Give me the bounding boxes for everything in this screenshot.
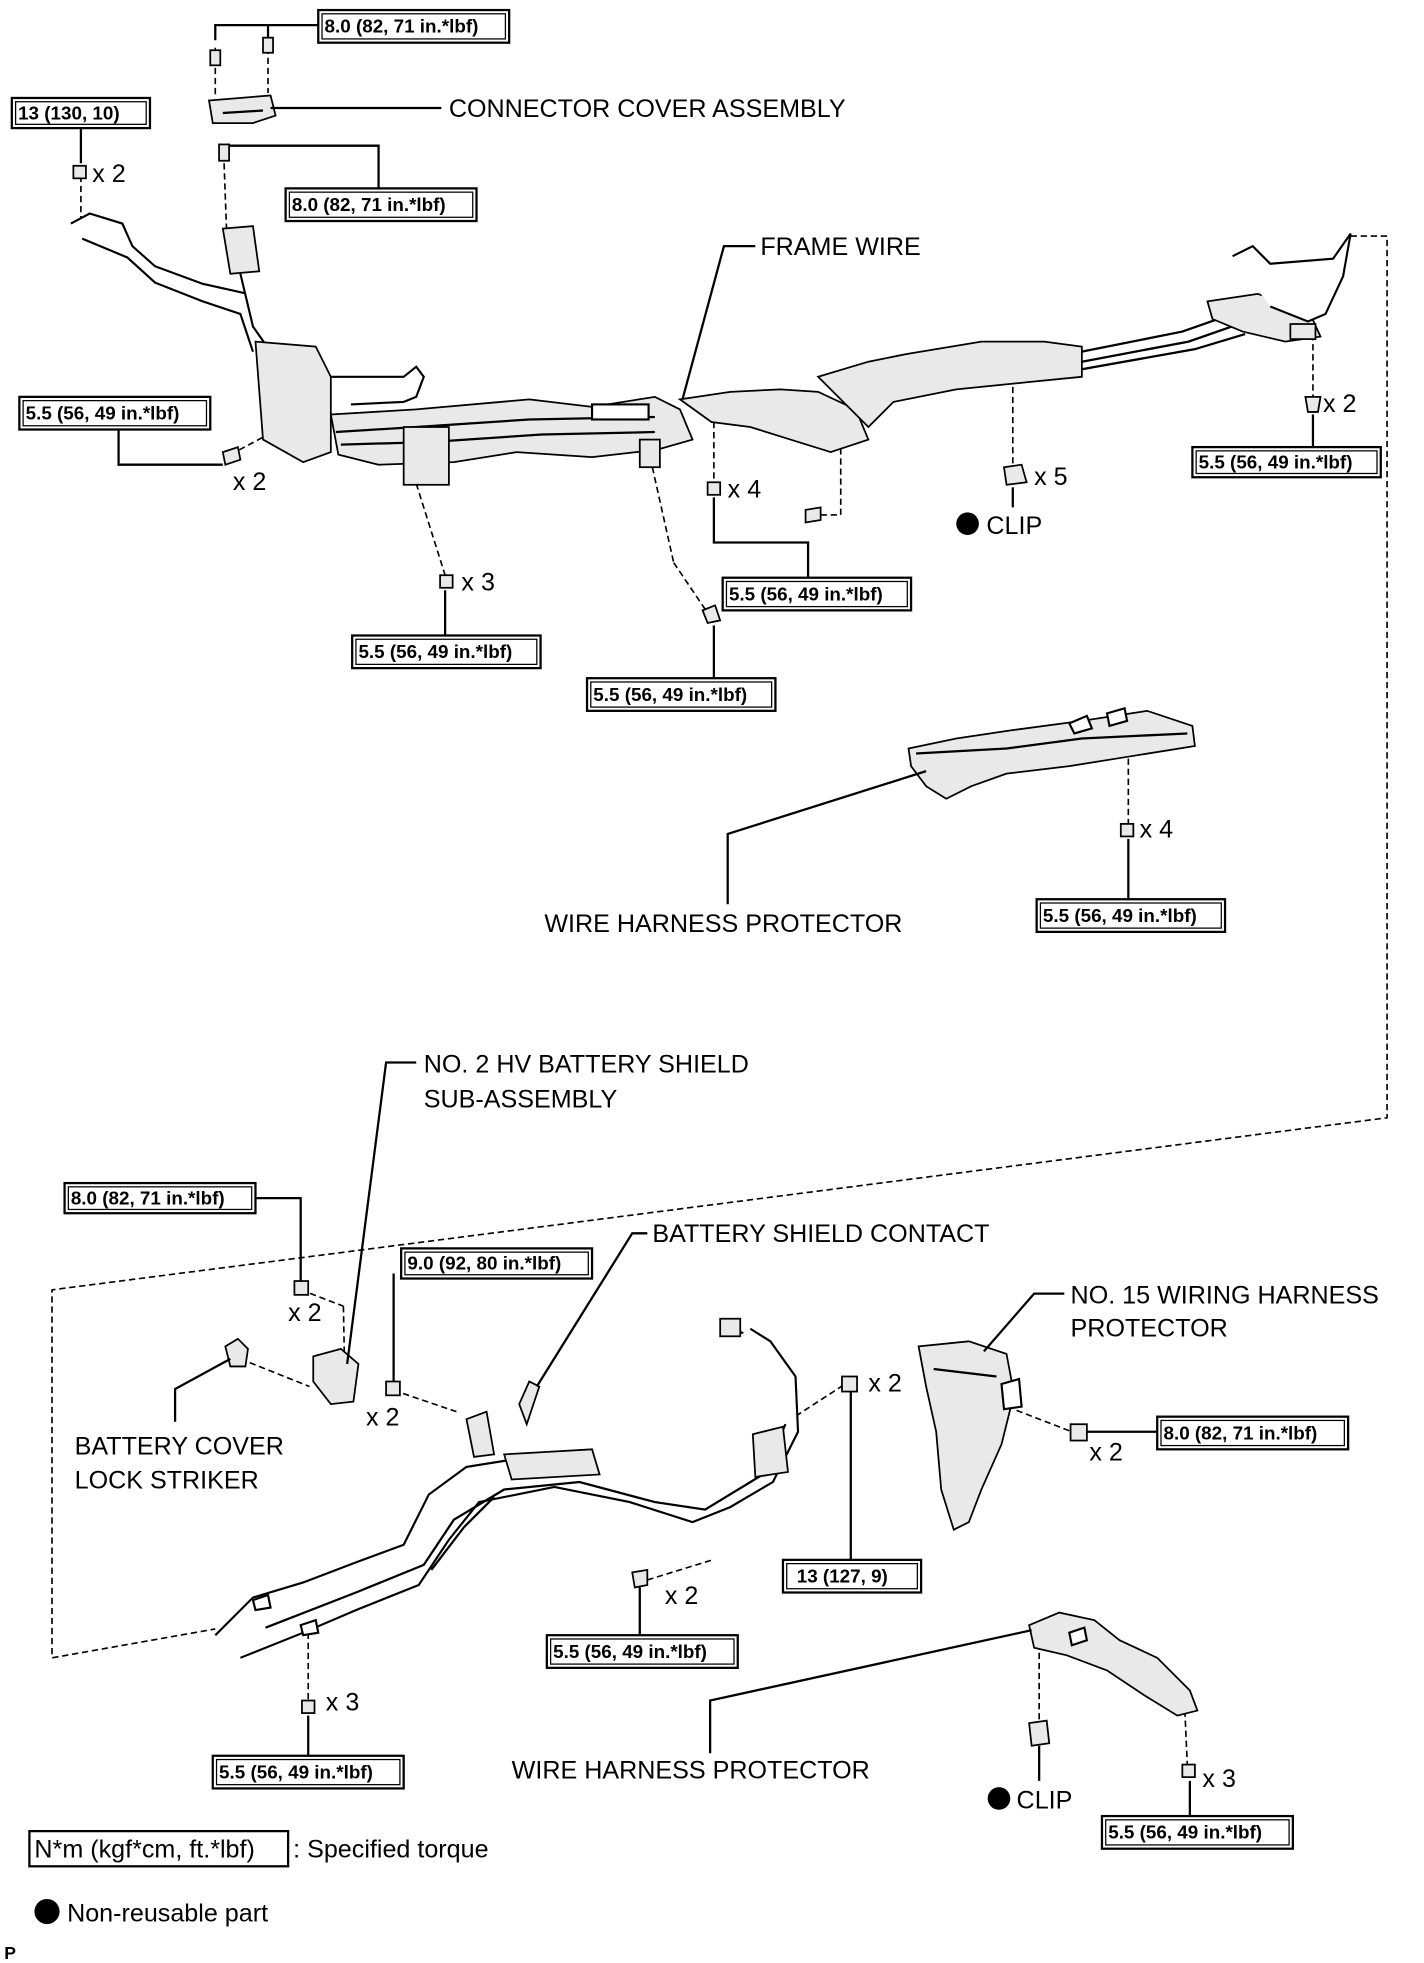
quantity-label: x 3 xyxy=(326,1689,360,1717)
nut-icon xyxy=(72,164,1135,838)
svg-text:13 (127, 9): 13 (127, 9) xyxy=(797,1565,888,1586)
svg-text:8.0 (82, 71 in.*lbf): 8.0 (82, 71 in.*lbf) xyxy=(71,1187,225,1208)
quantity-label: x 2 xyxy=(366,1403,399,1431)
bolt-icon xyxy=(221,395,1322,624)
frame-wire-part xyxy=(70,212,1352,486)
quantity-label: x 5 xyxy=(1034,463,1068,491)
svg-text:8.0 (82, 71 in.*lbf): 8.0 (82, 71 in.*lbf) xyxy=(292,194,446,215)
leader-lines xyxy=(79,23,1315,1819)
torque-box: 5.5 (56, 49 in.*lbf) xyxy=(1191,445,1382,479)
svg-text:5.5 (56, 49 in.*lbf): 5.5 (56, 49 in.*lbf) xyxy=(729,583,883,604)
quantity-label: x 2 xyxy=(288,1299,322,1327)
quantity-label: x 3 xyxy=(461,568,495,596)
svg-text:5.5 (56, 49 in.*lbf): 5.5 (56, 49 in.*lbf) xyxy=(1199,451,1353,472)
clip-icon xyxy=(1003,463,1028,486)
legend-torque-description: : Specified torque xyxy=(293,1836,488,1864)
torque-box: 8.0 (82, 71 in.*lbf) xyxy=(1156,1415,1350,1451)
quantity-label: x 2 xyxy=(1089,1439,1122,1467)
torque-box: 5.5 (56, 49 in.*lbf) xyxy=(1035,898,1227,934)
lower-wire-harness-part xyxy=(214,1317,800,1659)
torque-box: 5.5 (56, 49 in.*lbf) xyxy=(211,1754,405,1790)
svg-text:8.0 (82, 71 in.*lbf): 8.0 (82, 71 in.*lbf) xyxy=(1164,1422,1318,1443)
quantity-label: x 2 xyxy=(1323,390,1357,418)
quantity-label: x 4 xyxy=(728,475,762,503)
no2-hv-battery-shield-label: NO. 2 HV BATTERY SHIELD xyxy=(424,1051,749,1079)
torque-box: 8.0 (82, 71 in.*lbf) xyxy=(317,8,511,44)
wire-harness-protector-lower-label: WIRE HARNESS PROTECTOR xyxy=(512,1756,870,1784)
torque-box: 9.0 (92, 80 in.*lbf) xyxy=(400,1247,594,1280)
svg-text:5.5 (56, 49 in.*lbf): 5.5 (56, 49 in.*lbf) xyxy=(1108,1822,1262,1843)
nut-icon xyxy=(293,1280,1196,1779)
legend-torque-units: N*m (kgf*cm, ft.*lbf) xyxy=(34,1836,254,1864)
battery-shield-contact-part xyxy=(518,1380,541,1427)
quantity-label: x 3 xyxy=(1202,1765,1236,1793)
torque-box: 5.5 (56, 49 in.*lbf) xyxy=(351,634,542,670)
no15-wiring-harness-protector-label-line2: PROTECTOR xyxy=(1071,1314,1228,1342)
quantity-label: x 4 xyxy=(1140,816,1174,844)
battery-shield-contact-label: BATTERY SHIELD CONTACT xyxy=(652,1220,989,1248)
torque-box: 5.5 (56, 49 in.*lbf) xyxy=(545,1634,739,1669)
torque-box: 5.5 (56, 49 in.*lbf) xyxy=(18,395,212,431)
clip-icon xyxy=(1028,1719,1051,1747)
torque-box: 13 (130, 10) xyxy=(10,96,152,130)
svg-text:5.5 (56, 49 in.*lbf): 5.5 (56, 49 in.*lbf) xyxy=(553,1641,707,1662)
wire-harness-protector-label: WIRE HARNESS PROTECTOR xyxy=(544,910,902,938)
quantity-label: x 2 xyxy=(868,1370,902,1398)
torque-box: 8.0 (82, 71 in.*lbf) xyxy=(284,187,478,223)
svg-text:13 (130, 10): 13 (130, 10) xyxy=(18,102,120,123)
torque-box: 5.5 (56, 49 in.*lbf) xyxy=(585,677,777,712)
no15-wiring-harness-protector-part xyxy=(917,1340,1023,1531)
torque-box: 13 (127, 9) xyxy=(781,1558,923,1594)
wire-harness-protector-part xyxy=(907,706,1196,800)
legend-non-reusable: Non-reusable part xyxy=(67,1900,268,1928)
alignment-dashed-lines xyxy=(51,47,1388,1766)
torque-box: 5.5 (56, 49 in.*lbf) xyxy=(721,576,913,612)
connector-cover-assembly-label: CONNECTOR COVER ASSEMBLY xyxy=(449,95,846,123)
svg-text:5.5 (56, 49 in.*lbf): 5.5 (56, 49 in.*lbf) xyxy=(593,684,747,705)
legend: N*m (kgf*cm, ft.*lbf) : Specified torque… xyxy=(4,1829,489,1963)
clip-label: CLIP xyxy=(986,512,1042,540)
legend-torque-box xyxy=(28,1829,290,1868)
svg-text:5.5 (56, 49 in.*lbf): 5.5 (56, 49 in.*lbf) xyxy=(1043,905,1197,926)
quantity-label: x 2 xyxy=(665,1582,699,1610)
quantity-label: x 2 xyxy=(92,160,126,188)
bolt-icon xyxy=(631,1568,649,1589)
non-reusable-dot-icon xyxy=(987,1787,1011,1810)
frame-wire-label: FRAME WIRE xyxy=(760,233,920,261)
torque-box: 8.0 (82, 71 in.*lbf) xyxy=(63,1181,257,1215)
no2-hv-battery-shield-part xyxy=(312,1347,360,1406)
battery-cover-lock-striker-label-line2: LOCK STRIKER xyxy=(75,1466,259,1494)
svg-text:9.0 (92, 80 in.*lbf): 9.0 (92, 80 in.*lbf) xyxy=(407,1253,561,1274)
svg-text:5.5 (56, 49 in.*lbf): 5.5 (56, 49 in.*lbf) xyxy=(26,402,180,423)
svg-text:5.5 (56, 49 in.*lbf): 5.5 (56, 49 in.*lbf) xyxy=(219,1761,373,1782)
torque-box: 5.5 (56, 49 in.*lbf) xyxy=(1100,1814,1294,1850)
battery-cover-lock-striker-label: BATTERY COVER xyxy=(75,1432,284,1460)
svg-text:8.0 (82, 71 in.*lbf): 8.0 (82, 71 in.*lbf) xyxy=(325,16,479,37)
wire-harness-protector-lower-part xyxy=(1028,1611,1199,1717)
non-reusable-dot-icon xyxy=(34,1898,60,1925)
battery-cover-lock-striker-part xyxy=(224,1337,249,1368)
svg-text:5.5 (56, 49 in.*lbf): 5.5 (56, 49 in.*lbf) xyxy=(358,641,512,662)
no2-hv-battery-shield-label-line2: SUB-ASSEMBLY xyxy=(424,1086,618,1114)
non-reusable-dot-icon xyxy=(956,512,979,536)
footer-code: P xyxy=(4,1943,16,1963)
no15-wiring-harness-protector-label: NO. 15 WIRING HARNESS xyxy=(1071,1282,1379,1310)
clip-lower-label: CLIP xyxy=(1017,1787,1073,1815)
quantity-label: x 2 xyxy=(233,468,266,496)
connector-cover-assembly-part xyxy=(207,94,277,124)
